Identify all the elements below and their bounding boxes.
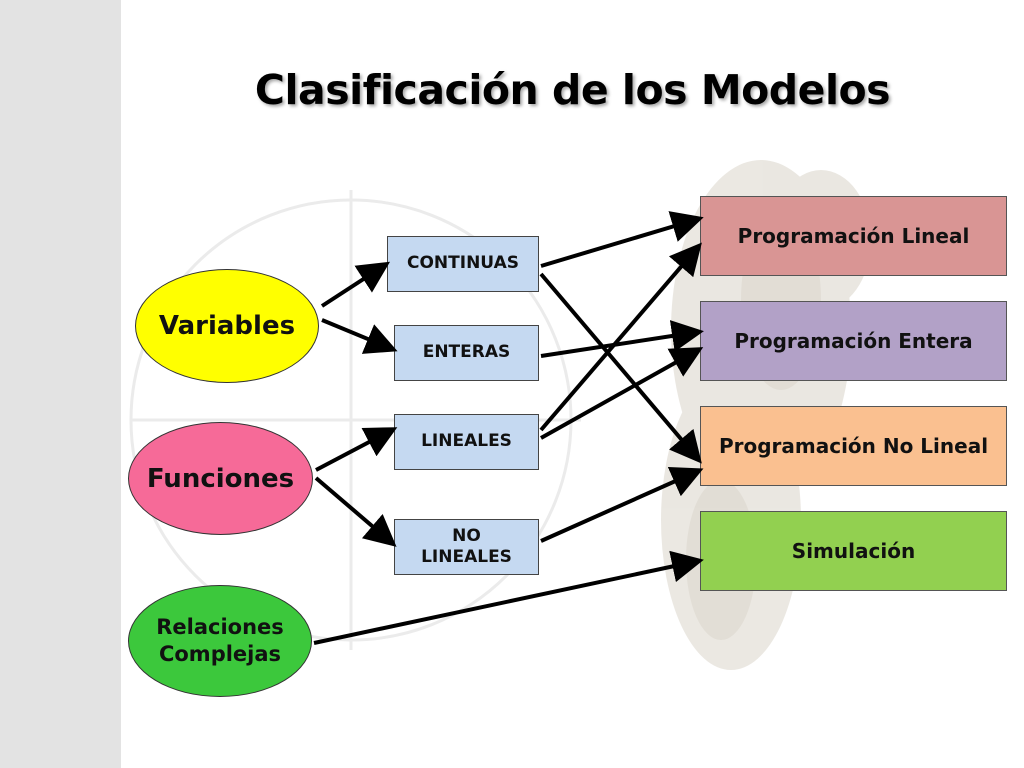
no-lineales-label: NO LINEALES	[421, 525, 512, 567]
continuas-box: CONTINUAS	[387, 236, 539, 292]
continuas-label: CONTINUAS	[407, 253, 519, 274]
lineales-box: LINEALES	[394, 414, 539, 470]
programacion-no-lineal-box: Programación No Lineal	[700, 406, 1007, 486]
funciones-label: Funciones	[146, 463, 295, 494]
enteras-box: ENTERAS	[394, 325, 539, 381]
variables-ellipse: Variables	[135, 269, 319, 383]
variables-label: Variables	[158, 311, 296, 341]
funciones-ellipse: Funciones	[128, 422, 313, 535]
relaciones-complejas-ellipse: Relaciones Complejas	[128, 585, 312, 697]
programacion-entera-box: Programación Entera	[700, 301, 1007, 381]
programacion-lineal-label: Programación Lineal	[737, 224, 970, 248]
simulacion-box: Simulación	[700, 511, 1007, 591]
programacion-lineal-box: Programación Lineal	[700, 196, 1007, 276]
lineales-label: LINEALES	[421, 431, 512, 452]
programacion-entera-label: Programación Entera	[734, 329, 973, 353]
simulacion-label: Simulación	[791, 539, 916, 563]
relaciones-complejas-label: Relaciones Complejas	[156, 614, 284, 666]
page-title: Clasificación de los Modelos	[254, 66, 891, 114]
programacion-no-lineal-label: Programación No Lineal	[718, 434, 989, 458]
enteras-label: ENTERAS	[422, 342, 511, 363]
left-side-strip	[0, 0, 121, 768]
no-lineales-box: NO LINEALES	[394, 519, 539, 575]
